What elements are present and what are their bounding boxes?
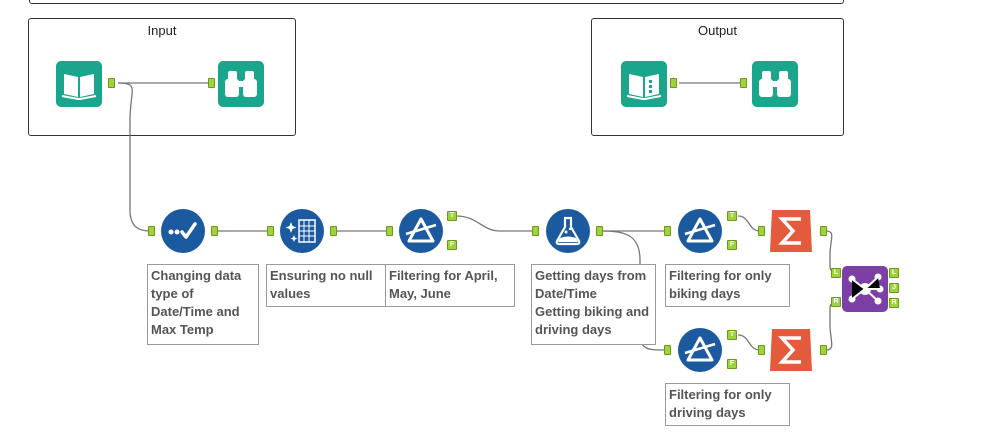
- filter-driving-false-anchor[interactable]: F: [727, 359, 737, 369]
- formula-input-anchor[interactable]: [532, 226, 539, 236]
- summarize-biking-input-anchor[interactable]: [758, 226, 765, 236]
- annotation-select: Changing data type of Date/Time and Max …: [147, 264, 259, 345]
- summarize-tool-biking[interactable]: [768, 208, 814, 254]
- filter-months-input-anchor[interactable]: [386, 226, 393, 236]
- formula-tool[interactable]: [545, 208, 591, 254]
- filter-biking-input-anchor[interactable]: [664, 226, 671, 236]
- filter-tool-biking[interactable]: [677, 208, 723, 254]
- browse-tool-input[interactable]: [218, 61, 264, 107]
- filter-driving-true-anchor[interactable]: T: [727, 330, 737, 340]
- join-right-output-anchor[interactable]: R: [889, 298, 899, 308]
- join-tool[interactable]: [842, 266, 888, 312]
- join-join-output-anchor[interactable]: J: [889, 283, 899, 293]
- summarize-driving-output-anchor[interactable]: [820, 345, 827, 355]
- filter-biking-true-anchor[interactable]: T: [727, 211, 737, 221]
- sigma-icon: [770, 329, 812, 371]
- wire-filter-biking-sum: [737, 215, 761, 232]
- select-input-anchor[interactable]: [148, 226, 155, 236]
- sigma-icon: [770, 210, 812, 252]
- wire-filter-driving-sum: [737, 334, 761, 351]
- filter-tool-driving[interactable]: [677, 327, 723, 373]
- filter-months-false-anchor[interactable]: F: [447, 240, 457, 250]
- checkmark-flow-icon: [161, 209, 205, 253]
- join-network-icon: [842, 266, 888, 312]
- wire-sum-join-right: [825, 301, 839, 351]
- join-left-output-anchor[interactable]: L: [889, 268, 899, 278]
- input-container-title: Input: [147, 23, 177, 38]
- cleanse-output-anchor[interactable]: [330, 226, 337, 236]
- annotation-filter-biking: Filtering for only biking days: [665, 264, 790, 307]
- data-cleansing-tool[interactable]: [279, 208, 325, 254]
- join-left-input-anchor[interactable]: L: [831, 268, 841, 278]
- binoculars-icon: [752, 61, 798, 107]
- input-data-output-anchor[interactable]: [108, 78, 115, 88]
- filter-driving-input-anchor[interactable]: [664, 345, 671, 355]
- annotation-filter-driving: Filtering for only driving days: [665, 383, 790, 426]
- output-container-title: Output: [697, 23, 738, 38]
- annotation-formula: Getting days from Date/Time Getting biki…: [531, 264, 656, 345]
- filter-months-true-anchor[interactable]: T: [447, 211, 457, 221]
- triangle-filter-icon: [678, 328, 722, 372]
- summarize-driving-input-anchor[interactable]: [758, 345, 765, 355]
- book-icon: [56, 61, 102, 107]
- flask-icon: [546, 209, 590, 253]
- wire-input-select: [117, 82, 151, 232]
- cleanse-input-anchor[interactable]: [267, 226, 274, 236]
- output-data-output-anchor[interactable]: [670, 78, 677, 88]
- annotation-cleanse: Ensuring no null values: [266, 264, 386, 307]
- filter-tool-months[interactable]: [398, 208, 444, 254]
- join-right-input-anchor[interactable]: R: [831, 297, 841, 307]
- triangle-filter-icon: [399, 209, 443, 253]
- wire-sum-join-left: [825, 230, 839, 274]
- summarize-tool-driving[interactable]: [768, 327, 814, 373]
- output-data-tool[interactable]: [621, 61, 667, 107]
- filter-biking-false-anchor[interactable]: F: [727, 240, 737, 250]
- browse-output-input-anchor[interactable]: [740, 78, 747, 88]
- annotation-filter-months: Filtering for April, May, June: [385, 264, 515, 307]
- top-container-edge: [29, 0, 844, 4]
- sparkle-table-icon: [280, 209, 324, 253]
- select-tool[interactable]: [160, 208, 206, 254]
- summarize-biking-output-anchor[interactable]: [820, 226, 827, 236]
- browse-input-anchor[interactable]: [208, 78, 215, 88]
- book-output-icon: [621, 61, 667, 107]
- browse-tool-output[interactable]: [752, 61, 798, 107]
- triangle-filter-icon: [678, 209, 722, 253]
- select-output-anchor[interactable]: [211, 226, 218, 236]
- formula-output-anchor[interactable]: [596, 226, 603, 236]
- input-data-tool[interactable]: [56, 61, 102, 107]
- wire-filter-formula: [455, 215, 532, 232]
- binoculars-icon: [218, 61, 264, 107]
